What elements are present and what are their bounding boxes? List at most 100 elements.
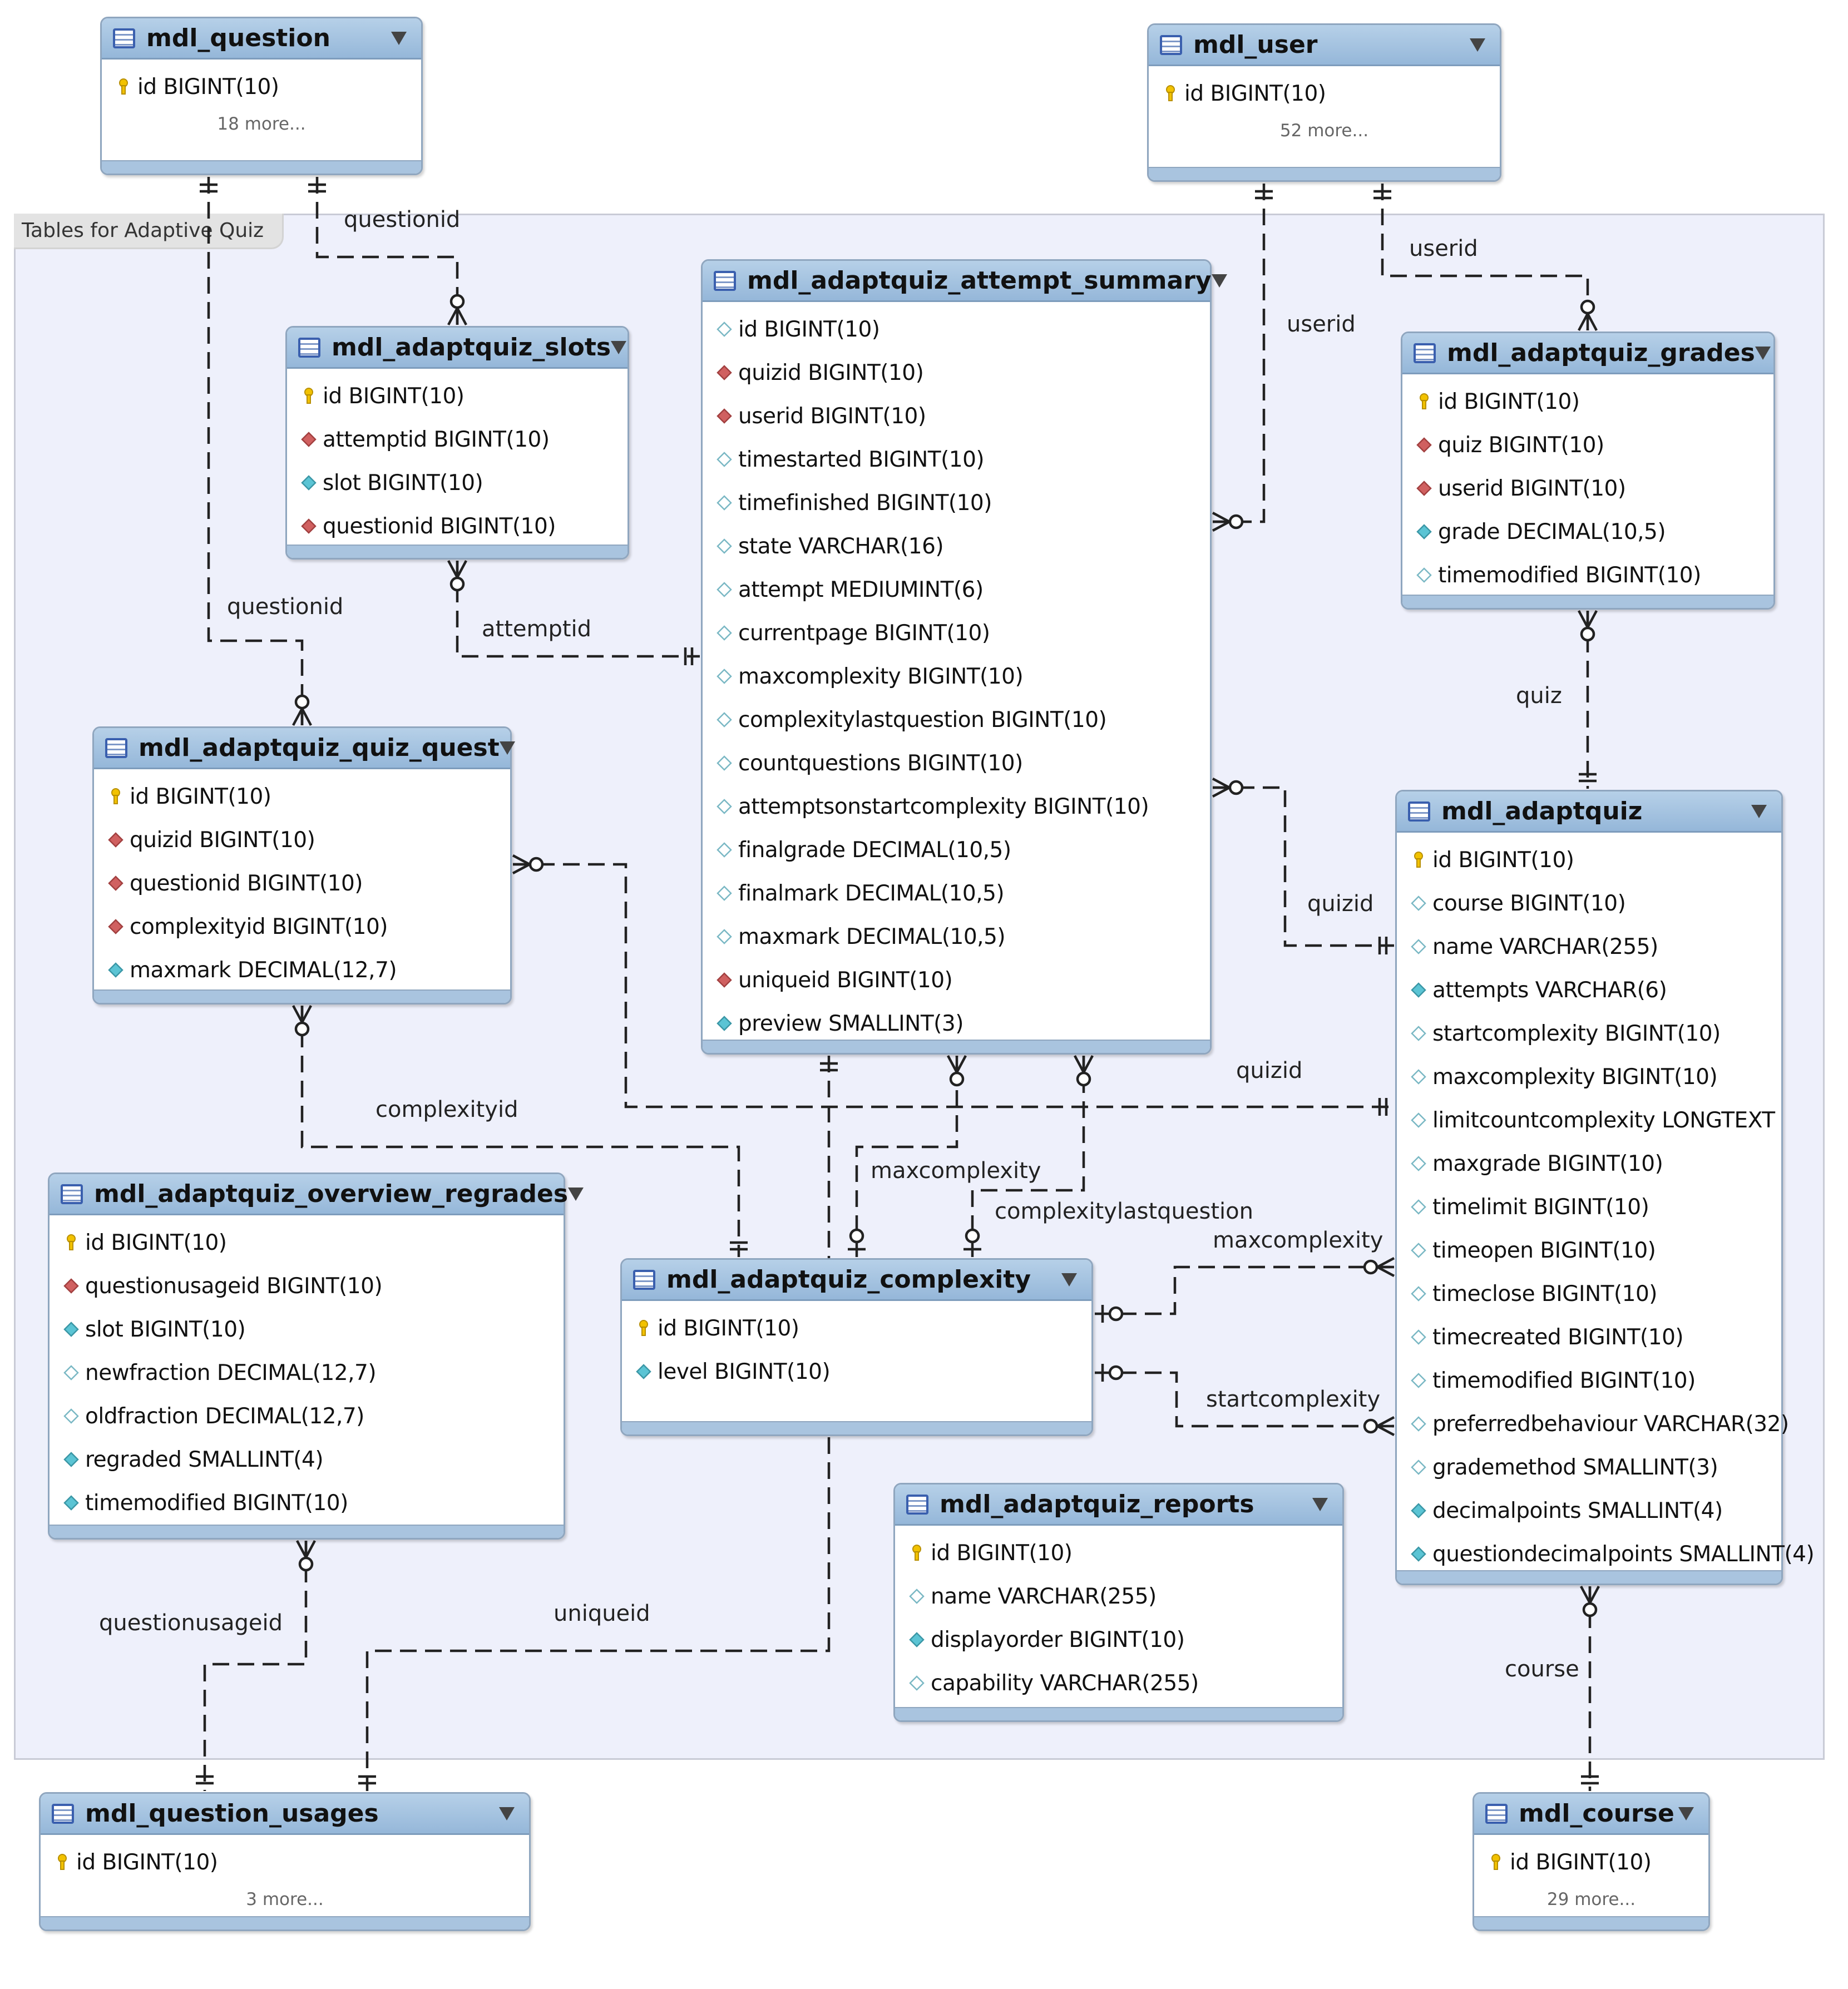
table-column[interactable]: quiz BIGINT(10) bbox=[1402, 423, 1773, 467]
table-header[interactable]: mdl_course bbox=[1474, 1794, 1708, 1835]
collapse-arrow-icon[interactable] bbox=[1312, 1497, 1328, 1511]
table-column[interactable]: attemptsonstartcomplexity BIGINT(10) bbox=[703, 785, 1210, 828]
table-column[interactable]: id BIGINT(10) bbox=[287, 374, 627, 418]
more-columns-link[interactable]: 52 more... bbox=[1279, 121, 1369, 141]
collapse-arrow-icon[interactable] bbox=[499, 741, 515, 755]
table-header[interactable]: mdl_adaptquiz_complexity bbox=[622, 1260, 1091, 1301]
table-header[interactable]: mdl_question_usages bbox=[41, 1794, 529, 1835]
table-column[interactable]: regraded SMALLINT(4) bbox=[50, 1438, 564, 1481]
table-column[interactable]: id BIGINT(10) bbox=[703, 308, 1210, 351]
collapse-arrow-icon[interactable] bbox=[499, 1807, 515, 1820]
table-column[interactable]: preview SMALLINT(3) bbox=[703, 1002, 1210, 1045]
table-column[interactable]: currentpage BIGINT(10) bbox=[703, 611, 1210, 655]
table-column[interactable]: id BIGINT(10) bbox=[94, 775, 510, 818]
table-column[interactable]: name VARCHAR(255) bbox=[895, 1575, 1342, 1618]
table-column[interactable]: timemodified BIGINT(10) bbox=[50, 1481, 564, 1525]
table-column[interactable]: quizid BIGINT(10) bbox=[703, 351, 1210, 394]
more-columns-link[interactable]: 29 more... bbox=[1546, 1889, 1636, 1909]
table-column[interactable]: id BIGINT(10) bbox=[1149, 72, 1500, 115]
table-column[interactable]: id BIGINT(10) bbox=[1474, 1840, 1708, 1884]
table-column[interactable]: attempt MEDIUMINT(6) bbox=[703, 568, 1210, 611]
table-column[interactable]: timefinished BIGINT(10) bbox=[703, 481, 1210, 525]
table-header[interactable]: mdl_user bbox=[1149, 25, 1500, 66]
table-column[interactable]: id BIGINT(10) bbox=[102, 65, 421, 108]
table-column[interactable]: grademethod SMALLINT(3) bbox=[1397, 1446, 1781, 1489]
more-columns-link[interactable]: 3 more... bbox=[246, 1889, 324, 1909]
table-column[interactable]: maxcomplexity BIGINT(10) bbox=[703, 655, 1210, 698]
table-column[interactable]: timeopen BIGINT(10) bbox=[1397, 1229, 1781, 1272]
table-column[interactable]: level BIGINT(10) bbox=[622, 1350, 1091, 1393]
collapse-arrow-icon[interactable] bbox=[1211, 274, 1227, 288]
table-column[interactable]: course BIGINT(10) bbox=[1397, 882, 1781, 925]
table-column[interactable]: state VARCHAR(16) bbox=[703, 525, 1210, 568]
table-column[interactable]: decimalpoints SMALLINT(4) bbox=[1397, 1489, 1781, 1532]
table-header[interactable]: mdl_adaptquiz_attempt_summary bbox=[703, 261, 1227, 302]
table-column[interactable]: maxmark DECIMAL(12,7) bbox=[94, 948, 510, 992]
table-column[interactable]: attemptid BIGINT(10) bbox=[287, 418, 627, 461]
collapse-arrow-icon[interactable] bbox=[611, 340, 627, 354]
table-column[interactable]: oldfraction DECIMAL(12,7) bbox=[50, 1394, 564, 1438]
table-column[interactable]: newfraction DECIMAL(12,7) bbox=[50, 1351, 564, 1394]
collapse-arrow-icon[interactable] bbox=[1678, 1807, 1694, 1820]
table-column[interactable]: slot BIGINT(10) bbox=[50, 1308, 564, 1351]
table-column[interactable]: id BIGINT(10) bbox=[895, 1531, 1342, 1575]
collapse-arrow-icon[interactable] bbox=[391, 31, 407, 45]
table-column[interactable]: uniqueid BIGINT(10) bbox=[703, 958, 1210, 1002]
table-column[interactable]: displayorder BIGINT(10) bbox=[895, 1618, 1342, 1661]
table-column[interactable]: timeclose BIGINT(10) bbox=[1397, 1272, 1781, 1315]
table-column[interactable]: timestarted BIGINT(10) bbox=[703, 438, 1210, 481]
table-column[interactable]: finalgrade DECIMAL(10,5) bbox=[703, 828, 1210, 872]
table-header[interactable]: mdl_adaptquiz_slots bbox=[287, 328, 627, 369]
table-column[interactable]: preferredbehaviour VARCHAR(32) bbox=[1397, 1402, 1789, 1446]
table-column[interactable]: grade DECIMAL(10,5) bbox=[1402, 510, 1773, 553]
table-column[interactable]: attempts VARCHAR(6) bbox=[1397, 968, 1781, 1012]
table-column[interactable]: maxgrade BIGINT(10) bbox=[1397, 1142, 1781, 1185]
table-column[interactable]: questionusageid BIGINT(10) bbox=[50, 1264, 564, 1308]
collapse-arrow-icon[interactable] bbox=[568, 1187, 584, 1201]
table-header[interactable]: mdl_adaptquiz_overview_regrades bbox=[50, 1174, 584, 1215]
table-column[interactable]: userid BIGINT(10) bbox=[703, 394, 1210, 438]
table-column[interactable]: timecreated BIGINT(10) bbox=[1397, 1315, 1781, 1359]
table-column[interactable]: slot BIGINT(10) bbox=[287, 461, 627, 504]
table-column[interactable]: complexitylastquestion BIGINT(10) bbox=[703, 698, 1210, 741]
table-column[interactable]: countquestions BIGINT(10) bbox=[703, 741, 1210, 785]
table-column[interactable]: id BIGINT(10) bbox=[50, 1221, 564, 1264]
table-column[interactable]: id BIGINT(10) bbox=[1402, 380, 1773, 423]
table-column[interactable]: complexityid BIGINT(10) bbox=[94, 905, 510, 948]
table-column[interactable]: questionid BIGINT(10) bbox=[94, 862, 510, 905]
collapse-arrow-icon[interactable] bbox=[1751, 804, 1767, 818]
collapse-arrow-icon[interactable] bbox=[1470, 38, 1485, 52]
table-column[interactable]: finalmark DECIMAL(10,5) bbox=[703, 872, 1210, 915]
table-column[interactable]: id BIGINT(10) bbox=[1397, 838, 1781, 882]
table-header[interactable]: mdl_question bbox=[102, 18, 421, 60]
table-header[interactable]: mdl_adaptquiz_grades bbox=[1402, 333, 1773, 374]
more-columns-link[interactable]: 18 more... bbox=[217, 114, 306, 134]
table-column[interactable]: quizid BIGINT(10) bbox=[94, 818, 510, 862]
collapse-arrow-icon[interactable] bbox=[1755, 346, 1771, 360]
table-column[interactable]: timemodified BIGINT(10) bbox=[1402, 553, 1773, 597]
table-column[interactable]: userid BIGINT(10) bbox=[1402, 467, 1773, 510]
table-column[interactable]: name VARCHAR(255) bbox=[1397, 925, 1781, 968]
table-column[interactable]: id BIGINT(10) bbox=[622, 1307, 1091, 1350]
table-column[interactable]: questionid BIGINT(10) bbox=[287, 504, 627, 548]
table-column[interactable]: maxcomplexity BIGINT(10) bbox=[1397, 1055, 1781, 1099]
table-header[interactable]: mdl_adaptquiz_quiz_quest bbox=[94, 728, 515, 769]
collapse-arrow-icon[interactable] bbox=[1061, 1273, 1077, 1287]
table-column[interactable]: questiondecimalpoints SMALLINT(4) bbox=[1397, 1532, 1815, 1576]
table-column[interactable]: capability VARCHAR(255) bbox=[895, 1661, 1342, 1705]
table-column[interactable]: timemodified BIGINT(10) bbox=[1397, 1359, 1781, 1402]
table-header[interactable]: mdl_adaptquiz_reports bbox=[895, 1485, 1342, 1526]
table-header[interactable]: mdl_adaptquiz bbox=[1397, 791, 1781, 833]
table-column[interactable]: startcomplexity BIGINT(10) bbox=[1397, 1012, 1781, 1055]
